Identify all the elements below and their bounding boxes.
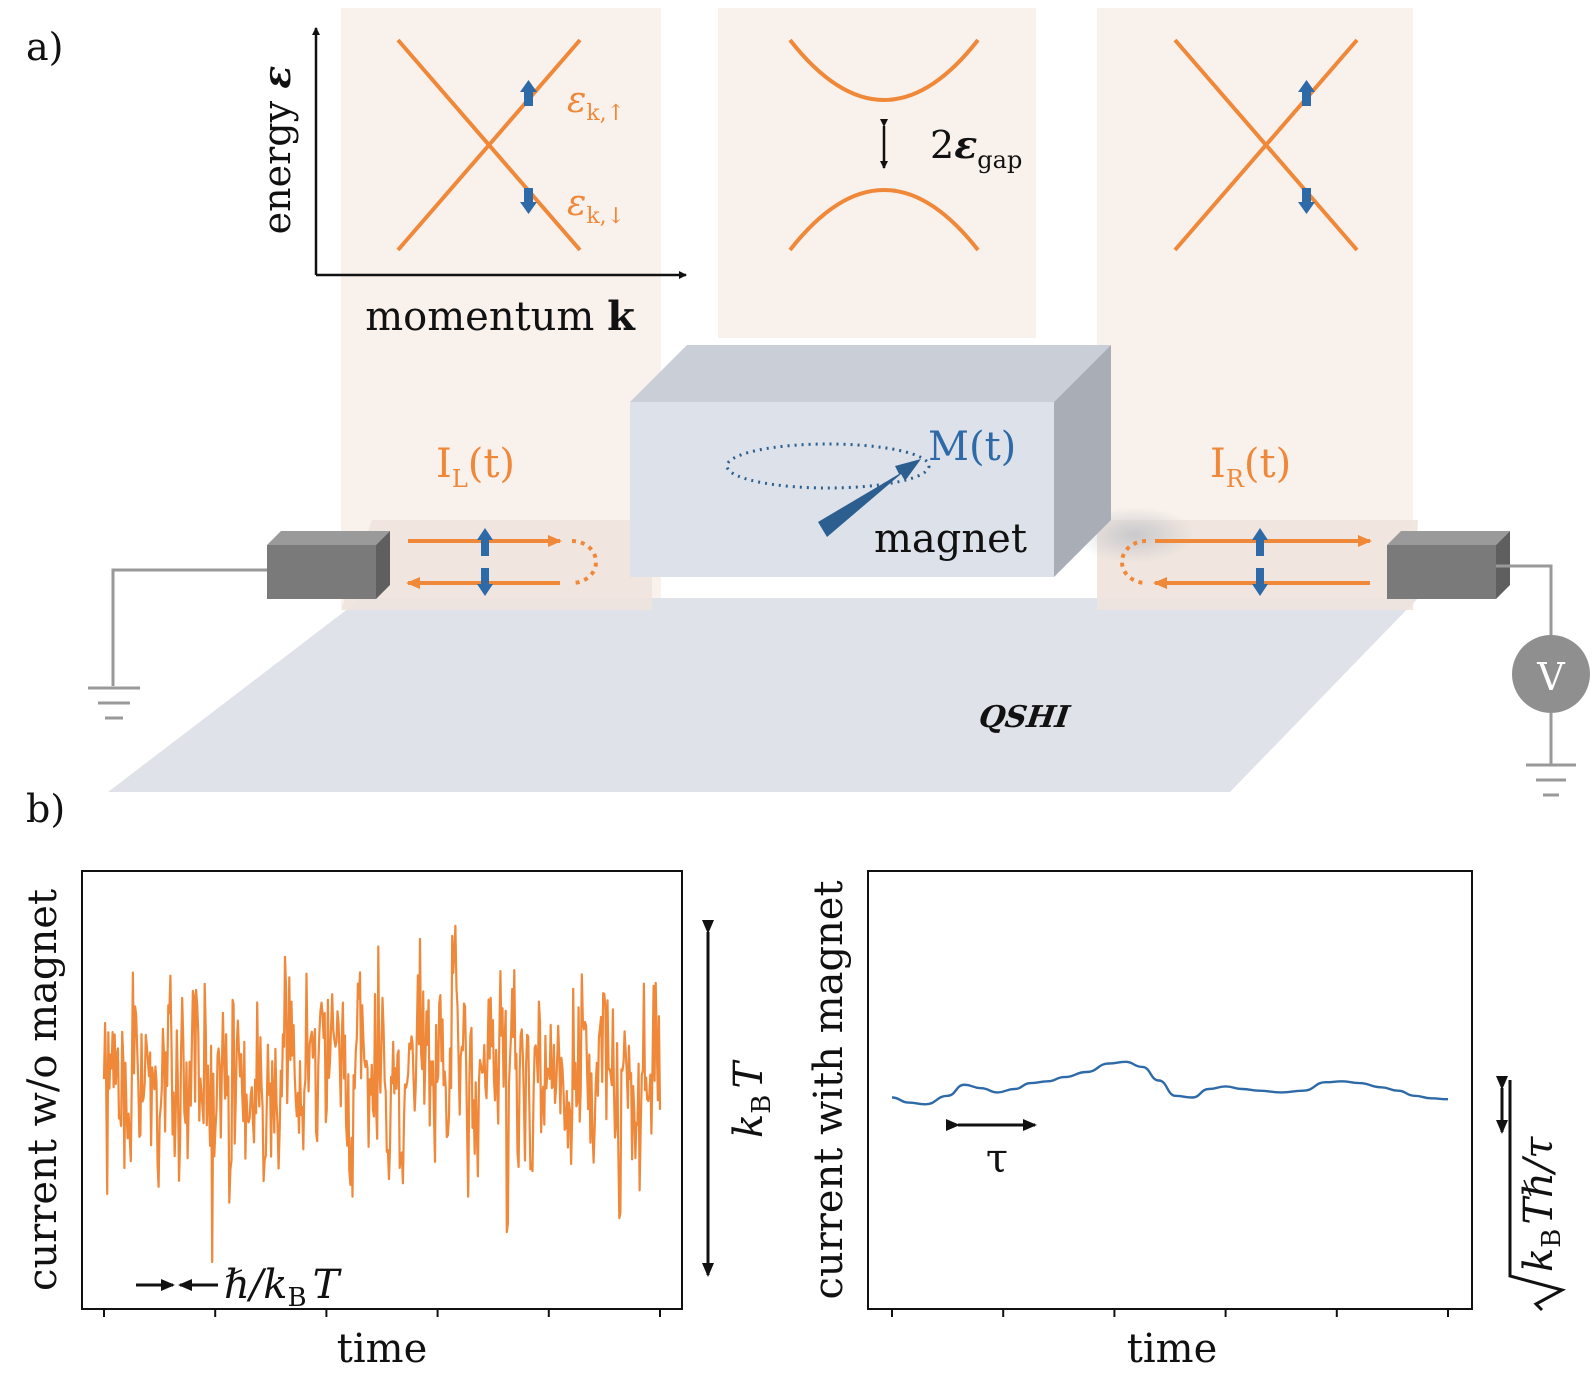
current-left-label: IL(t) [436, 441, 515, 493]
tau-label: τ [986, 1136, 1008, 1182]
voltmeter-wiring [1496, 564, 1576, 797]
plot-left-xlabel: time [337, 1326, 427, 1372]
precession-orbit [725, 442, 931, 490]
qshi-substrate [108, 598, 1418, 792]
band-label-down: εk,↓ [567, 183, 625, 229]
magnet-label: magnet [874, 516, 1027, 562]
magnetization-arrow [818, 459, 921, 537]
magnetization-label: M(t) [928, 424, 1016, 470]
contact-left [267, 531, 390, 599]
band-panel-middle [718, 8, 1036, 338]
plot-right-x-ticks [891, 1309, 1449, 1317]
svg-text:kBTℏ/τ: kBTℏ/τ [1516, 1136, 1567, 1272]
energy-axis-label: energy ε [254, 66, 299, 235]
spin-arrows-right-cone [1298, 80, 1315, 214]
edge-channels-left [406, 528, 598, 596]
ground-left [88, 568, 267, 720]
dirac-cone-left [396, 38, 582, 252]
contact-right [1387, 531, 1510, 599]
amplitude-label-left: kBT [726, 1059, 777, 1138]
magnet-box [630, 345, 1195, 577]
band-panel-left [341, 8, 661, 608]
panel-a: a) QSHI energy ε momentum k [26, 8, 1590, 797]
plot-left-series [102, 924, 662, 1264]
voltmeter-label: V [1536, 655, 1565, 699]
plot-right-xlabel: time [1127, 1326, 1217, 1372]
plot-right: current with magnet time τ kBTℏ/τ [806, 870, 1567, 1372]
edge-channels-right [1120, 528, 1372, 596]
plot-left-ylabel: current w/o magnet [20, 889, 66, 1291]
amplitude-label-right: kBTℏ/τ [1508, 1080, 1567, 1312]
panel-b-label: b) [26, 787, 65, 831]
spin-arrows-left-cone [520, 80, 537, 214]
substrate-label: QSHI [977, 700, 1073, 735]
magnet-top-face [630, 345, 1111, 402]
gap-label: 2εgap [930, 122, 1022, 174]
upper-gapped-band [788, 38, 980, 102]
panel-a-label: a) [26, 25, 63, 69]
voltmeter [1512, 635, 1590, 713]
magnet-side-face [1054, 345, 1111, 577]
plot-right-series [891, 1060, 1449, 1106]
plot-right-ylabel: current with magnet [806, 880, 852, 1299]
current-right-label: IR(t) [1210, 441, 1291, 493]
dirac-cone-right [1173, 38, 1359, 252]
plot-right-frame [867, 870, 1473, 1310]
momentum-axis-label: momentum k [365, 293, 636, 340]
plot-left-x-ticks [103, 1309, 661, 1317]
plot-left-frame [81, 870, 683, 1310]
lower-gapped-band [788, 188, 980, 252]
band-label-up: εk,↑ [567, 80, 625, 126]
magnet-front-face [630, 402, 1054, 577]
sqrt-sign [1508, 1080, 1567, 1312]
